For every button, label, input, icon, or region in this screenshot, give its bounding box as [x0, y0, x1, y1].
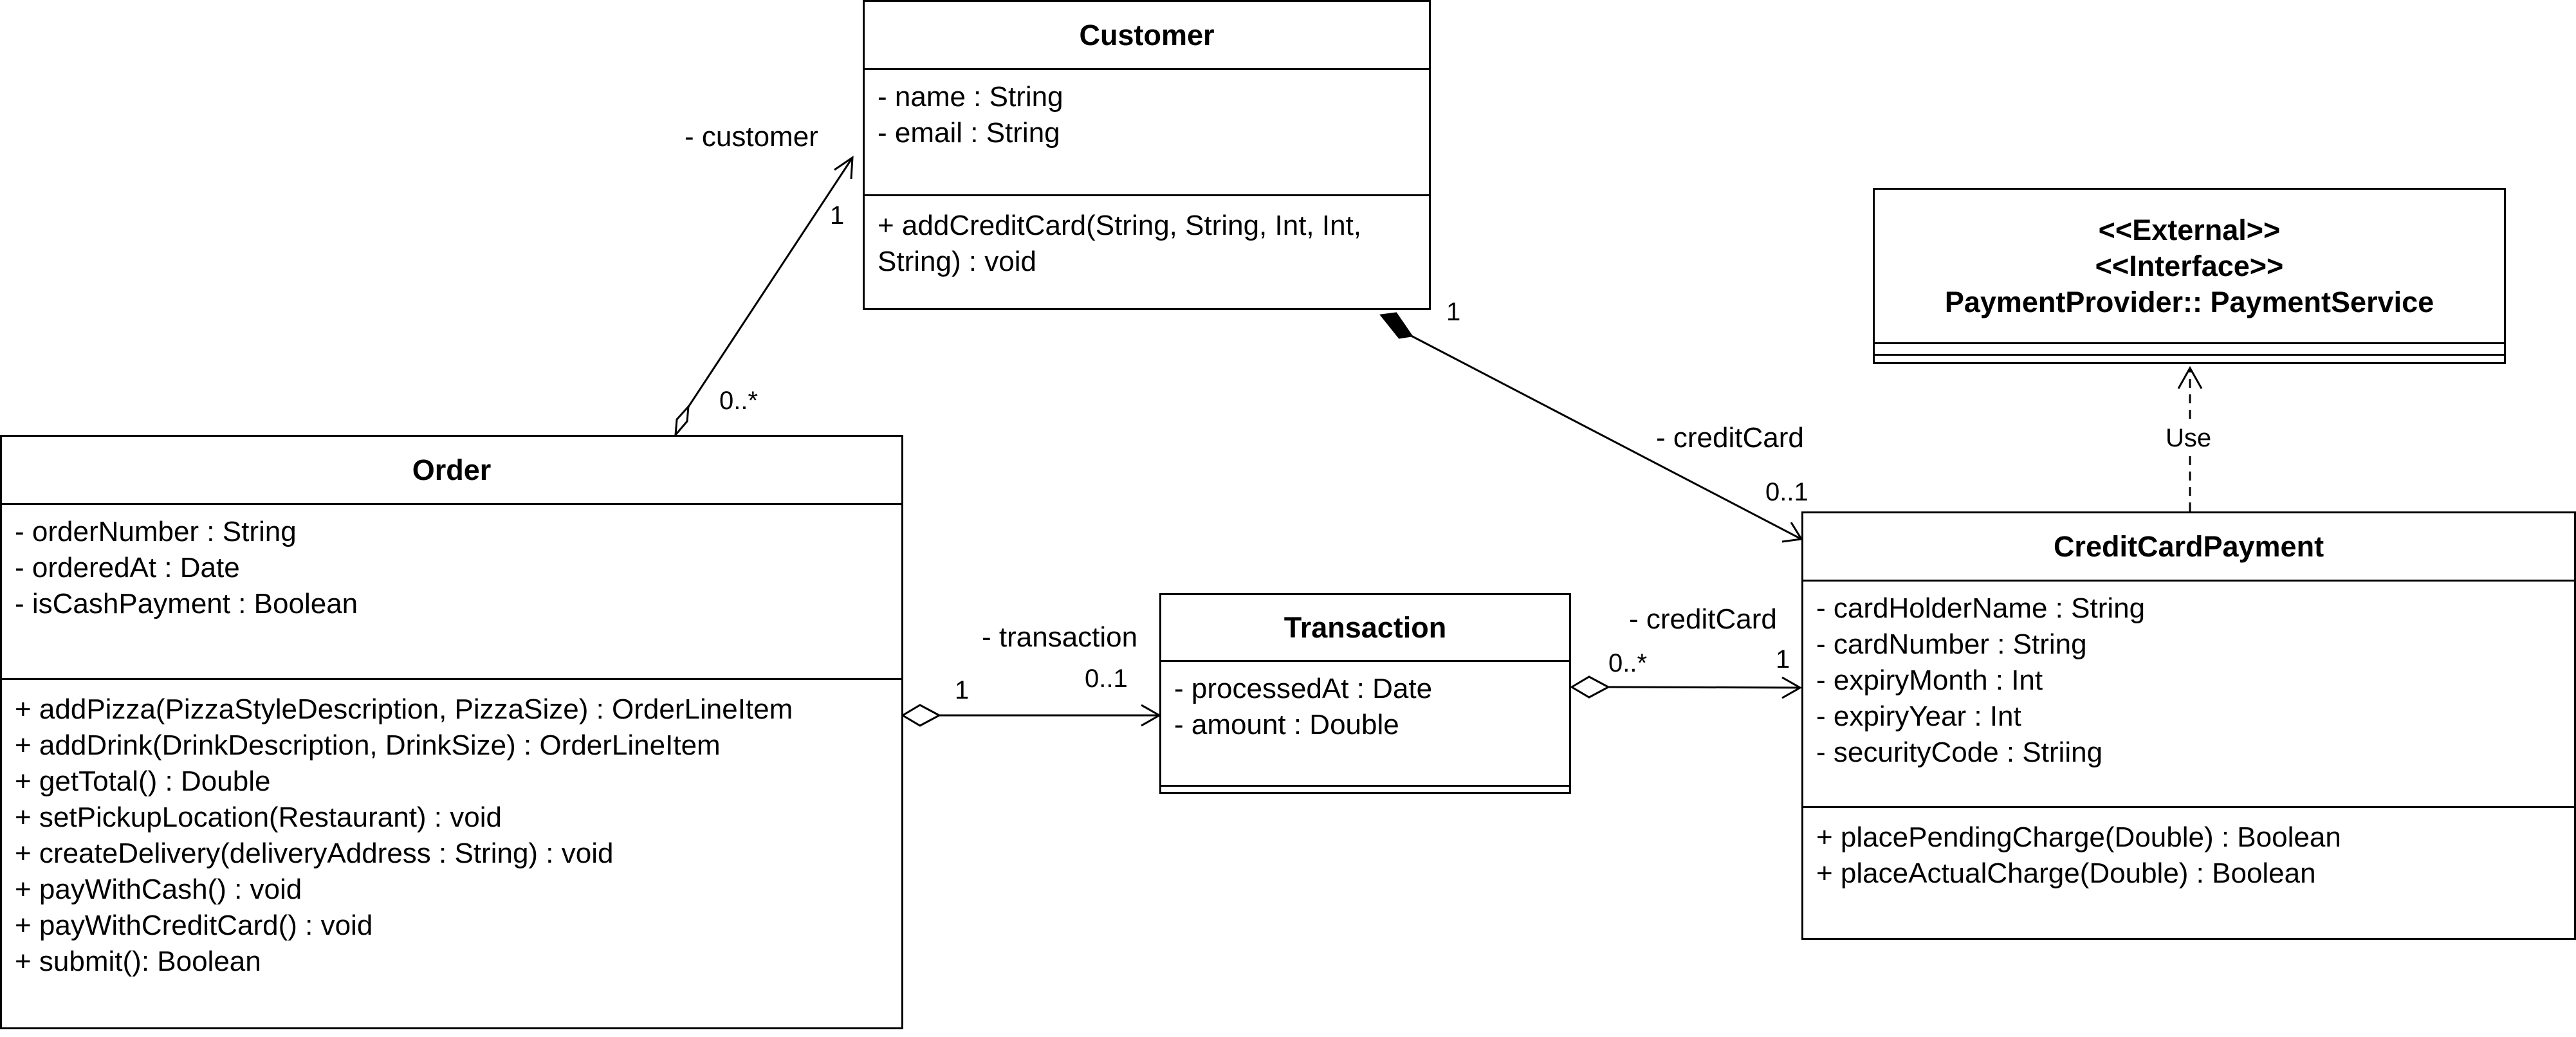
operation-row: + createDelivery(deliveryAddress : Strin…: [15, 838, 614, 869]
class-payment-provider[interactable]: <<External>> <<Interface>> PaymentProvid…: [1873, 188, 2506, 364]
operation-row: + placeActualCharge(Double) : Boolean: [1816, 858, 2316, 889]
class-credit-card-payment-title: CreditCardPayment: [2053, 529, 2324, 563]
class-credit-card-payment-operations: + placePendingCharge(Double) : Boolean +…: [1803, 808, 2574, 892]
customer-creditcard-target-multiplicity: 0..1: [1765, 478, 1808, 506]
customer-creditcard-line: [1402, 330, 1802, 540]
attribute-row: - expiryYear : Int: [1816, 701, 2021, 732]
attribute-row: - cardHolderName : String: [1816, 592, 2146, 624]
attribute-row: - name : String: [878, 81, 1063, 113]
stereotype-external: <<External>>: [2098, 213, 2281, 246]
attribute-row: - processedAt : Date: [1174, 673, 1433, 704]
use-dependency-arrowhead: [2177, 365, 2203, 389]
use-dependency-label: Use: [2163, 422, 2214, 454]
class-customer-operations: + addCreditCard(String, String, Int, Int…: [865, 196, 1429, 280]
class-payment-provider-attributes: [1875, 344, 2504, 356]
order-transaction-aggregation-diamond: [901, 704, 942, 727]
class-credit-card-payment-name: CreditCardPayment: [1803, 513, 2574, 582]
class-transaction-name: Transaction: [1161, 595, 1569, 662]
order-customer-arrowhead: [834, 156, 854, 179]
order-transaction-role-label: - transaction: [982, 621, 1138, 653]
customer-creditcard-source-multiplicity: 1: [1446, 298, 1461, 326]
transaction-creditcard-target-multiplicity: 1: [1776, 645, 1790, 674]
order-customer-role-label: - customer: [685, 121, 818, 152]
operation-row: + setPickupLocation(Restaurant) : void: [15, 802, 502, 833]
class-customer-attributes: - name : String - email : String: [865, 70, 1429, 196]
class-order-title: Order: [412, 453, 492, 486]
attribute-row: - orderedAt : Date: [15, 552, 240, 583]
transaction-creditcard-source-multiplicity: 0..*: [1608, 649, 1648, 677]
class-transaction-attributes: - processedAt : Date - amount : Double: [1161, 662, 1569, 787]
customer-creditcard-arrowhead: [1781, 522, 1803, 543]
operation-row: + addPizza(PizzaStyleDescription, PizzaS…: [15, 693, 793, 725]
customer-creditcard-composition-diamond: [1379, 312, 1413, 339]
operation-row: + getTotal() : Double: [15, 766, 271, 797]
order-customer-source-multiplicity: 0..*: [719, 387, 759, 415]
class-order-operations: + addPizza(PizzaStyleDescription, PizzaS…: [2, 680, 901, 980]
class-transaction[interactable]: Transaction - processedAt : Date - amoun…: [1159, 593, 1571, 794]
transaction-creditcard-role-label: - creditCard: [1629, 603, 1777, 635]
class-credit-card-payment-attributes: - cardHolderName : String - cardNumber :…: [1803, 582, 2574, 808]
order-customer-aggregation-diamond: [674, 403, 690, 438]
attribute-row: - email : String: [878, 117, 1060, 149]
class-customer[interactable]: Customer - name : String - email : Strin…: [863, 0, 1431, 310]
class-transaction-title: Transaction: [1283, 610, 1447, 644]
operation-row: + addDrink(DrinkDescription, DrinkSize) …: [15, 730, 721, 761]
order-transaction-source-multiplicity: 1: [955, 676, 970, 704]
class-payment-provider-title: PaymentProvider:: PaymentService: [1944, 285, 2434, 318]
stereotype-interface: <<Interface>>: [2095, 249, 2284, 282]
operation-row: + addCreditCard(String, String, Int, Int…: [878, 210, 1362, 277]
class-order-name: Order: [2, 437, 901, 505]
operation-row: + submit(): Boolean: [15, 946, 261, 977]
order-customer-line: [684, 157, 854, 412]
operation-row: + payWithCreditCard() : void: [15, 910, 373, 941]
class-credit-card-payment[interactable]: CreditCardPayment - cardHolderName : Str…: [1801, 511, 2576, 940]
attribute-row: - expiryMonth : Int: [1816, 665, 2043, 696]
customer-creditcard-role-label: - creditCard: [1656, 422, 1804, 454]
attribute-row: - securityCode : Striing: [1816, 737, 2103, 768]
order-transaction-target-multiplicity: 0..1: [1085, 665, 1128, 693]
class-customer-title: Customer: [1079, 18, 1215, 51]
operation-row: + payWithCash() : void: [15, 874, 302, 905]
class-order[interactable]: Order - orderNumber : String - orderedAt…: [0, 435, 903, 1029]
transaction-creditcard-arrowhead: [1781, 676, 1803, 699]
order-customer-target-multiplicity: 1: [830, 201, 845, 230]
operation-row: + placePendingCharge(Double) : Boolean: [1816, 821, 2341, 853]
attribute-row: - orderNumber : String: [15, 516, 297, 547]
class-payment-provider-name: <<External>> <<Interface>> PaymentProvid…: [1875, 190, 2504, 344]
transaction-creditcard-aggregation-diamond: [1570, 675, 1611, 699]
attribute-row: - amount : Double: [1174, 709, 1399, 740]
class-customer-name: Customer: [865, 2, 1429, 70]
class-order-attributes: - orderNumber : String - orderedAt : Dat…: [2, 505, 901, 680]
transaction-creditcard-line: [1608, 686, 1801, 689]
attribute-row: - isCashPayment : Boolean: [15, 588, 358, 619]
attribute-row: - cardNumber : String: [1816, 629, 2087, 660]
